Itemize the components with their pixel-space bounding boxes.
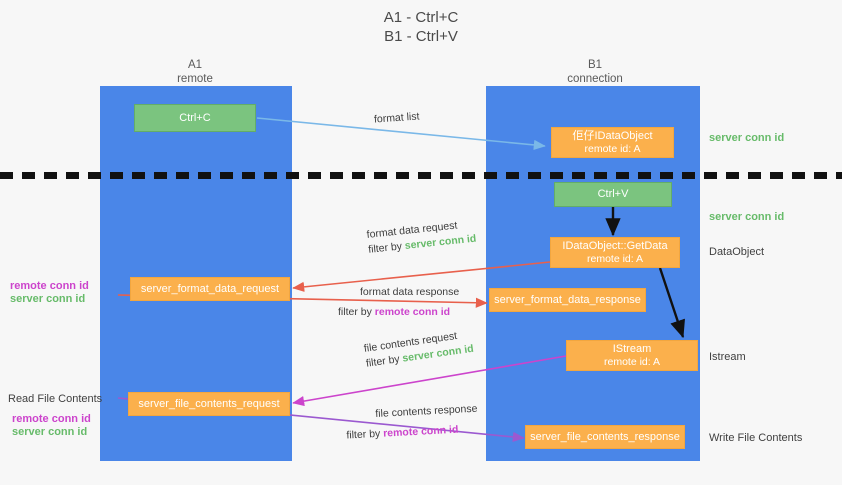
annotation-file-contents-response-main: file contents response: [375, 402, 478, 420]
box-istream-line2: remote id: A: [603, 355, 661, 368]
box-ctrl-c-label: Ctrl+C: [179, 111, 211, 124]
box-server-file-contents-request[interactable]: server_file_contents_request: [128, 392, 290, 416]
title-line-1: A1 - Ctrl+C: [383, 9, 459, 26]
label-server-conn-id-1: server conn id: [10, 293, 86, 305]
column-a1-name: A1: [187, 59, 203, 71]
phase-divider: [0, 172, 842, 179]
filter-value: remote conn id: [382, 423, 459, 440]
annotation-format-list: format list: [373, 110, 420, 126]
label-write-file-contents: Write File Contents: [709, 432, 803, 444]
annotation-file-contents-response: file contents response filter by remote …: [346, 402, 479, 442]
filter-prefix: filter by: [346, 427, 384, 442]
box-istream[interactable]: IStream remote id: A: [566, 340, 698, 371]
box-idataobject-line1: 佢仔IDataObject: [572, 129, 653, 142]
box-getdata-line2: remote id: A: [586, 252, 644, 265]
annotation-file-contents-response-filter: filter by remote conn id: [346, 422, 479, 444]
box-ctrl-v[interactable]: Ctrl+V: [554, 182, 672, 207]
filter-prefix: filter by: [338, 306, 375, 318]
box-server-file-contents-response[interactable]: server_file_contents_response: [525, 425, 685, 449]
label-remote-conn-id-1: remote conn id: [10, 280, 89, 292]
column-b1-name: B1: [587, 59, 603, 71]
box-getdata-line1: IDataObject::GetData: [562, 239, 668, 252]
box-ctrl-v-label: Ctrl+V: [597, 188, 629, 200]
label-server-conn-id-second: server conn id: [709, 211, 785, 223]
label-read-file-contents: Read File Contents: [8, 393, 103, 405]
annotation-file-contents-request: file contents request filter by server c…: [363, 327, 475, 372]
box-istream-line1: IStream: [612, 342, 652, 355]
label-istream: Istream: [709, 351, 746, 363]
filter-prefix: filter by: [367, 240, 406, 256]
annotation-format-data-response-filter: filter by remote conn id: [338, 305, 459, 320]
box-idataobject-line2: remote id: A: [584, 142, 641, 155]
column-header-b1: B1 connection: [520, 58, 670, 86]
annotation-format-data-response-main: format data response: [360, 286, 460, 298]
annotation-format-data-response: format data response filter by remote co…: [338, 285, 460, 320]
box-format-data-request-label: server_format_data_request: [140, 282, 280, 295]
label-server-conn-id-2: server conn id: [12, 426, 88, 438]
label-dataobject: DataObject: [709, 246, 765, 258]
column-b1-sub: connection: [567, 73, 623, 85]
box-ctrl-c[interactable]: Ctrl+C: [134, 104, 256, 132]
box-server-format-data-response[interactable]: server_format_data_response: [489, 288, 646, 312]
annotation-format-data-request: format data request filter by server con…: [366, 217, 477, 258]
box-file-contents-response-label: server_file_contents_response: [530, 430, 680, 443]
box-file-contents-request-label: server_file_contents_request: [138, 397, 280, 410]
box-idataobject-getdata[interactable]: IDataObject::GetData remote id: A: [550, 237, 680, 268]
box-idataobject[interactable]: 佢仔IDataObject remote id: A: [551, 127, 674, 158]
column-header-a1: A1 remote: [120, 58, 270, 86]
page-title: A1 - Ctrl+C B1 - Ctrl+V: [0, 8, 842, 46]
title-line-2: B1 - Ctrl+V: [384, 28, 458, 45]
column-a1-sub: remote: [177, 73, 213, 85]
label-remote-conn-id-2: remote conn id: [12, 413, 91, 425]
filter-value: remote conn id: [374, 306, 451, 318]
label-server-conn-id-top: server conn id: [709, 132, 785, 144]
filter-prefix: filter by: [365, 352, 404, 370]
box-server-format-data-request[interactable]: server_format_data_request: [130, 277, 290, 301]
box-format-data-response-label: server_format_data_response: [494, 293, 641, 306]
